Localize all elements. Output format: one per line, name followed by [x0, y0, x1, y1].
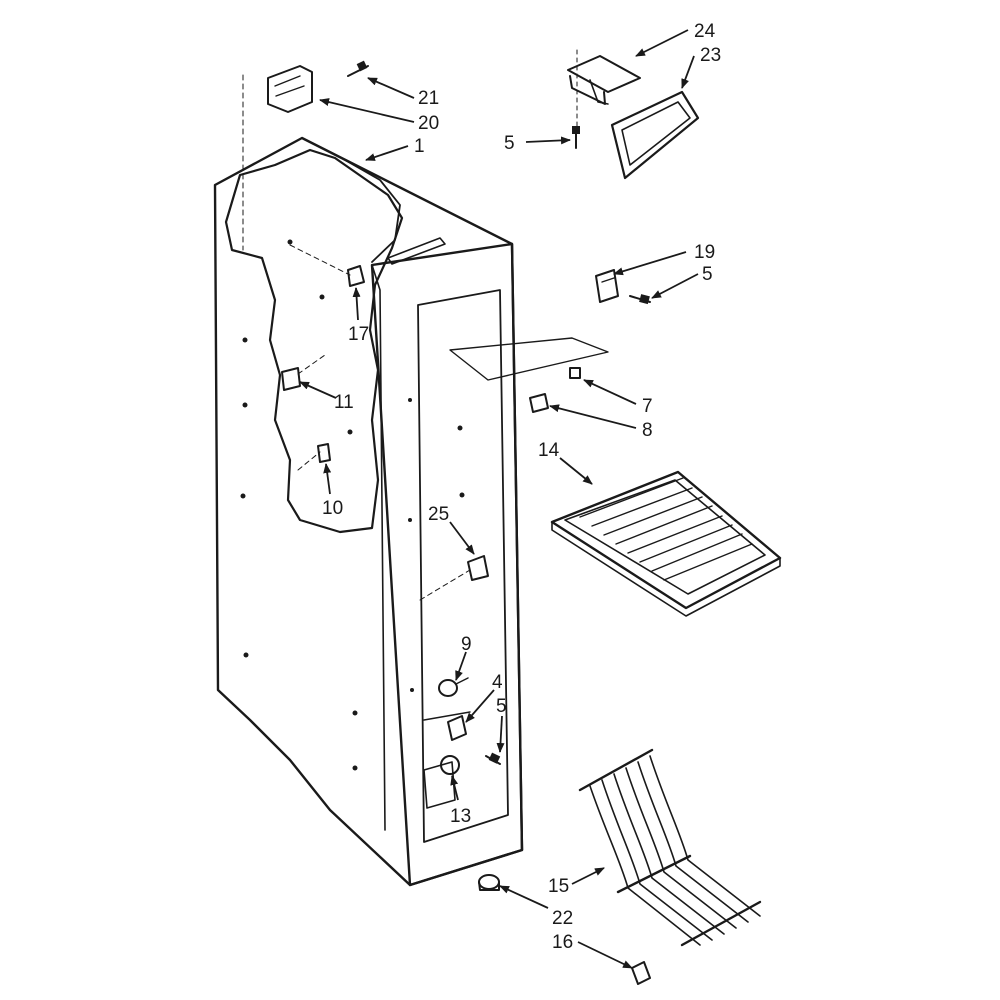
- callout-22: 22: [552, 908, 573, 929]
- freezer-liner: [213, 136, 524, 887]
- clip-part-25: [419, 555, 489, 601]
- callout-11: 11: [334, 392, 354, 413]
- callout-25: 25: [428, 504, 449, 525]
- support-part-11: [281, 354, 326, 391]
- cover-part: [610, 90, 700, 180]
- callout-20: 20: [418, 113, 439, 134]
- callout-7: 7: [642, 396, 653, 417]
- callout-4: 4: [492, 672, 503, 693]
- callout-1: 1: [414, 136, 425, 157]
- roller-part-13: [440, 755, 460, 775]
- roller-part-9: [438, 677, 469, 697]
- callout-17: 17: [348, 324, 369, 345]
- callout-labels: 24 23 21 20 1 5 19 5 17 7 8 11 14 10 25 …: [322, 21, 721, 953]
- callout-14: 14: [538, 440, 560, 461]
- bracket-part-4: [447, 715, 467, 741]
- callout-9: 9: [461, 634, 472, 655]
- callout-13: 13: [450, 806, 471, 827]
- fastener-part-8: [529, 393, 549, 413]
- callout-21: 21: [418, 88, 439, 109]
- template-plate: [449, 337, 609, 381]
- bracket-part: [567, 49, 641, 129]
- callout-10: 10: [322, 498, 343, 519]
- callout-5-mid: 5: [702, 264, 713, 285]
- callout-15: 15: [548, 876, 569, 897]
- screw-part-5-mid: [629, 294, 651, 305]
- callout-16: 16: [552, 932, 573, 953]
- wire-runner-part: [578, 748, 762, 947]
- screw-part-5-top: [572, 126, 580, 149]
- leader-lines: [299, 29, 699, 969]
- support-part-10: [297, 443, 331, 471]
- callout-8: 8: [642, 420, 653, 441]
- control-housing-part: [242, 65, 313, 251]
- callout-5-top: 5: [504, 133, 515, 154]
- callout-19: 19: [694, 242, 715, 263]
- fastener-part-7: [569, 367, 581, 379]
- screw-part-5-low: [485, 752, 501, 765]
- screw-part-21: [347, 60, 369, 77]
- shelf-part: [550, 470, 782, 617]
- bumper-part-22: [478, 874, 500, 891]
- glide-part-16: [631, 961, 651, 985]
- callout-23: 23: [700, 45, 721, 66]
- clip-part-19: [595, 269, 619, 303]
- callout-24: 24: [694, 21, 716, 42]
- callout-5-low: 5: [496, 696, 507, 717]
- support-part-17: [289, 244, 365, 287]
